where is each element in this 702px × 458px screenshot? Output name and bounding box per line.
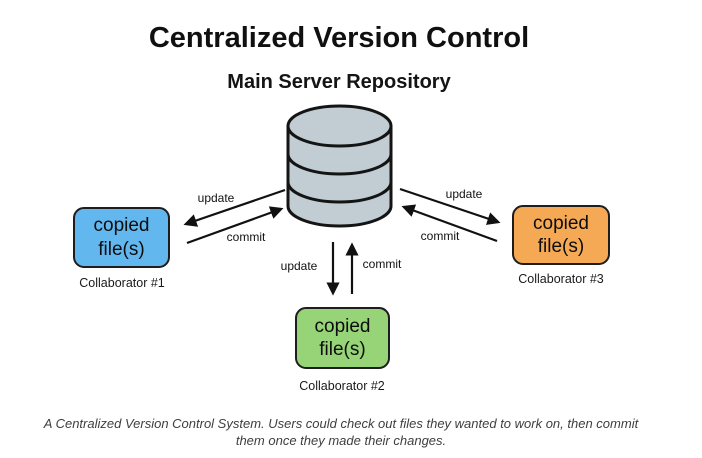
- collaborator-1-label: Collaborator #1: [79, 276, 165, 290]
- copied-files-label: copied file(s): [533, 212, 589, 257]
- update-arrow-left: [183, 188, 286, 227]
- server-repository-label: Main Server Repository: [227, 71, 451, 93]
- collaborator-3-label: Collaborator #3: [518, 272, 604, 286]
- database-cylinder-icon: [286, 104, 393, 228]
- copied-files-box-collaborator-2: copied file(s): [295, 307, 390, 369]
- commit-arrow-left: [186, 206, 284, 245]
- arrow-label-left-commit: commit: [226, 230, 266, 244]
- copied-files-box-collaborator-1: copied file(s): [73, 207, 170, 268]
- arrow-label-right-update: update: [445, 187, 483, 201]
- collaborator-2-label: Collaborator #2: [299, 379, 385, 393]
- arrow-label-bottom-commit: commit: [362, 257, 402, 271]
- copied-files-label: copied file(s): [93, 215, 150, 260]
- arrow-label-bottom-update: update: [280, 259, 318, 273]
- arrow-layer: [183, 187, 501, 296]
- page-title: Centralized Version Control: [148, 22, 530, 54]
- figure-caption: A Centralized Version Control System. Us…: [43, 416, 639, 448]
- arrow-label-left-update: update: [197, 191, 235, 205]
- commit-arrow-right: [401, 204, 498, 243]
- copied-files-label: copied file(s): [314, 315, 371, 360]
- update-arrow-right: [399, 187, 501, 225]
- copied-files-box-collaborator-3: copied file(s): [512, 205, 610, 265]
- arrow-label-right-commit: commit: [420, 229, 460, 243]
